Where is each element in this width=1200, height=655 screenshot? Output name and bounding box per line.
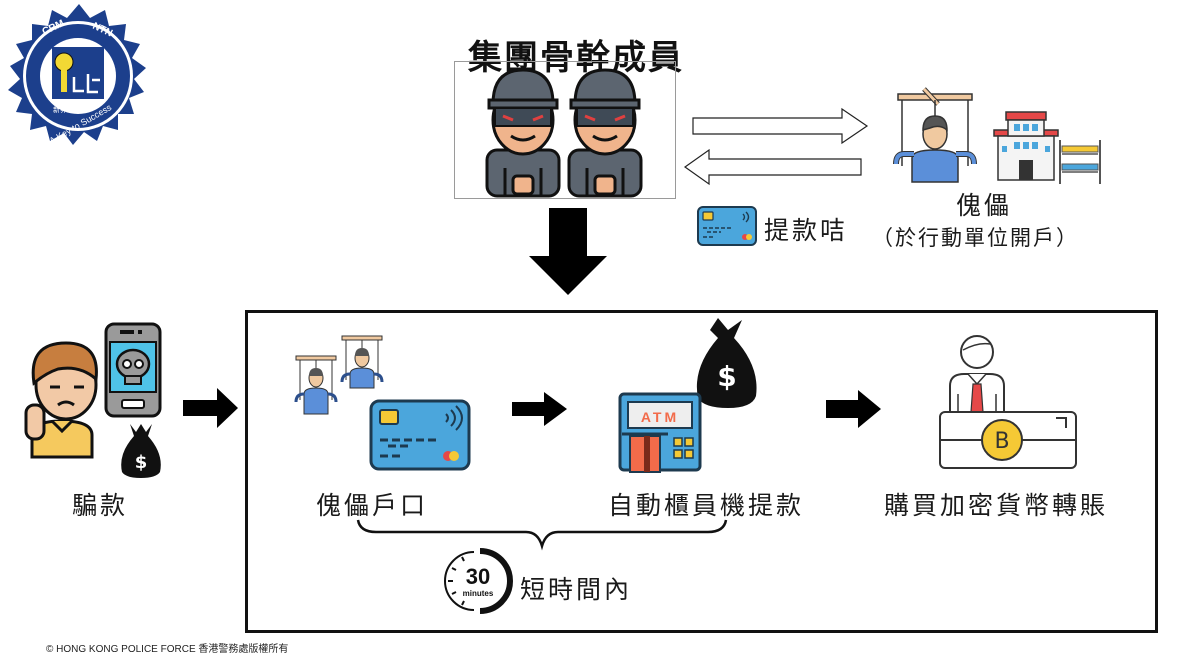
- bank-card-icon: [697, 206, 757, 246]
- svg-text:minutes: minutes: [463, 589, 494, 598]
- logo-chinese-text: 新界: [53, 105, 67, 114]
- outline-arrow-right-icon: [692, 107, 869, 145]
- right-arrow-icon: [183, 388, 239, 428]
- fraud-label: 騙款: [72, 491, 129, 520]
- hotel-building-icon: [992, 110, 1060, 182]
- worried-victim-icon: [22, 335, 104, 460]
- right-arrow-icon: [826, 390, 882, 428]
- money-bag-icon: $: [696, 318, 757, 408]
- svg-text:ATM: ATM: [641, 409, 679, 425]
- skull-phone-icon: [104, 322, 162, 418]
- svg-text:B: B: [994, 429, 1009, 454]
- puppet-label: 傀儡: [956, 191, 1013, 220]
- copyright-notice: © HONG KONG POLICE FORCE 香港警務處版權所有: [46, 644, 289, 655]
- step-atm-withdrawal-label: 自動櫃員機提款: [608, 491, 805, 520]
- syndicate-members-panel: [454, 61, 676, 199]
- thirty-minute-timer-icon: 30 minutes: [444, 548, 513, 614]
- step-puppet-accounts-label: 傀儡戶口: [316, 491, 429, 520]
- masked-thief-icon: [567, 68, 643, 198]
- bitcoin-teller-icon: B: [938, 334, 1078, 470]
- masked-thief-icon: [485, 68, 561, 198]
- grouping-brace: [356, 518, 728, 551]
- syndicate-title: 集團骨幹成員: [468, 38, 684, 78]
- bunk-bed-icon: [1057, 138, 1103, 184]
- svg-text:$: $: [135, 452, 148, 473]
- right-arrow-icon: [512, 392, 568, 426]
- puppet-sublabel: （於行動單位開戶）: [872, 226, 1079, 250]
- puppet-accounts-card-icon: [294, 332, 476, 472]
- short-time-label: 短時間內: [520, 575, 633, 604]
- down-arrow-icon: [529, 208, 609, 296]
- svg-text:$: $: [717, 360, 736, 393]
- step-crypto-transfer-label: 購買加密貨幣轉賬: [884, 491, 1109, 520]
- outline-arrow-left-icon: [683, 148, 862, 186]
- withdrawal-card-label: 提款咭: [764, 216, 849, 245]
- svg-text:30: 30: [466, 564, 490, 589]
- money-bag-icon: $: [116, 420, 166, 480]
- atm-money-icon: $ ATM: [618, 314, 768, 474]
- nt-north-crime-logo: CRM NTN 新界 A Key to Success: [4, 2, 154, 152]
- laundering-process-box: [245, 310, 1158, 633]
- puppet-person-icon: [890, 87, 980, 183]
